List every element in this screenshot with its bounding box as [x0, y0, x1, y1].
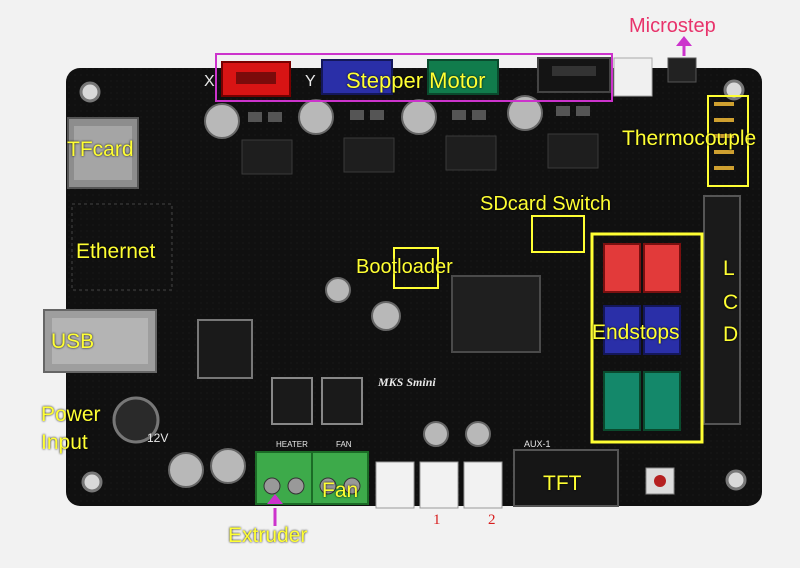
mounting-hole	[725, 469, 747, 491]
mcu-chip	[451, 275, 541, 353]
power-jack	[112, 396, 160, 444]
connector-th2	[463, 461, 503, 509]
heater-label: HEATER	[276, 440, 308, 449]
capacitor	[423, 421, 449, 447]
thermistor-2-label: 2	[488, 512, 496, 528]
lcd-label-d: D	[723, 323, 739, 346]
mounting-hole	[81, 471, 103, 493]
stepper-motor-label: Stepper Motor	[346, 68, 486, 93]
mosfet	[271, 377, 313, 425]
microstep-label: Microstep	[629, 15, 716, 37]
endstops-label: Endstops	[592, 321, 680, 344]
extruder-label: Extruder	[228, 524, 308, 547]
voltage-label: 12V	[147, 431, 169, 445]
fan-label: Fan	[322, 479, 359, 502]
power-label: Power	[41, 403, 101, 426]
capacitor	[204, 95, 543, 139]
lcd-label-c: C	[723, 291, 739, 314]
endstops-box	[590, 232, 704, 444]
thermocouple-box	[707, 95, 749, 187]
capacitor	[325, 277, 351, 303]
lcd-header	[703, 195, 741, 425]
stepper-connector-z	[427, 59, 499, 95]
stepper-motor-box	[215, 53, 613, 102]
aux-label: AUX-1	[524, 439, 551, 449]
sdcard-switch-box	[531, 215, 585, 253]
mounting-hole	[723, 79, 745, 101]
endstop-green-1	[603, 371, 641, 431]
tft-connector	[513, 449, 619, 507]
white-connector	[613, 57, 653, 97]
microstep-arrow	[676, 36, 692, 56]
connector-12v	[375, 461, 415, 509]
mosfet	[321, 377, 363, 425]
tfcard-label: TFcard	[67, 138, 134, 161]
endstop-blue-1	[603, 305, 641, 355]
thermocouple-header	[714, 102, 734, 170]
capacitor	[371, 301, 401, 331]
thermocouple-label: Thermocouple	[622, 127, 757, 150]
input-label: Input	[41, 431, 88, 454]
capacitor	[168, 452, 204, 488]
endstop-green-2	[643, 371, 681, 431]
voltage-regulator	[197, 319, 253, 379]
capacitor	[210, 448, 246, 484]
bootloader-label: Bootloader	[356, 256, 453, 278]
mounting-hole	[79, 81, 101, 103]
endstop-red-2	[643, 243, 681, 293]
fan-silk-label: FAN	[336, 440, 352, 449]
board-name: MKS Smini	[378, 375, 436, 389]
ethernet-label: Ethernet	[76, 240, 156, 263]
usb-label: USB	[51, 330, 95, 353]
endstop-blue-2	[643, 305, 681, 355]
axis-y-label: Y	[305, 73, 316, 90]
sdcard-switch-label: SDcard Switch	[480, 193, 612, 215]
terminal-block-fan	[311, 451, 369, 505]
endstop-red-1	[603, 243, 641, 293]
terminal-block-heater	[255, 451, 313, 505]
ethernet-area	[71, 203, 173, 291]
tft-label: TFT	[543, 472, 582, 495]
capacitor	[465, 421, 491, 447]
connector-th1	[419, 461, 459, 509]
thermistor-1-label: 1	[433, 512, 441, 528]
bootloader-box	[393, 247, 439, 289]
stepper-connector-y	[321, 59, 393, 95]
axis-x-label: X	[204, 73, 215, 90]
lcd-label-l: L	[723, 257, 735, 280]
extruder-arrow	[267, 494, 283, 526]
microstep-jumper	[667, 57, 697, 83]
stepper-driver-chips	[241, 133, 599, 175]
